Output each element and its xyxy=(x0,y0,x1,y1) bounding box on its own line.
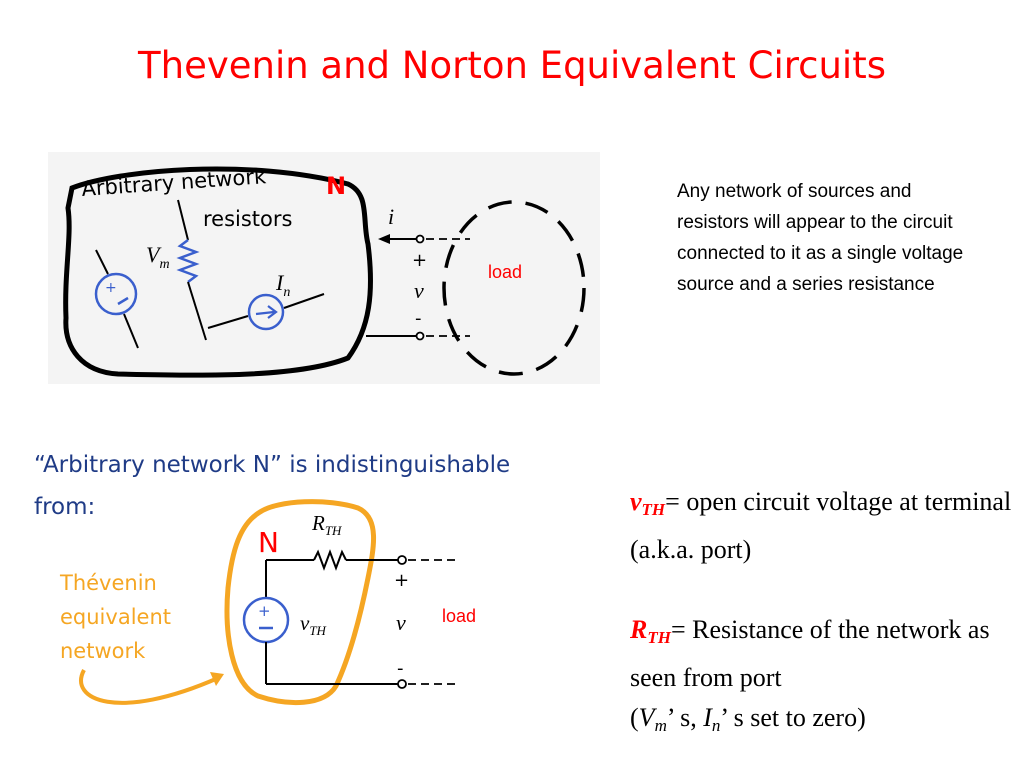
network-letter: N xyxy=(258,526,279,559)
thevenin-label-line3: network xyxy=(60,639,146,663)
current-arrow-head xyxy=(378,234,390,244)
in-subscript: n xyxy=(711,716,721,735)
resistors-label: resistors xyxy=(203,207,292,231)
equivalence-heading-line1: “Arbitrary network N” is indistinguishab… xyxy=(34,452,510,478)
vth-symbol: v xyxy=(630,487,642,516)
equivalence-heading-line2: from: xyxy=(34,494,95,520)
vm-label: Vm xyxy=(146,242,170,272)
arbitrary-network-diagram: Arbitrary network N resistors + Vm In i … xyxy=(48,152,600,384)
definitions: vTH= open circuit voltage at terminal (a… xyxy=(630,482,1020,746)
voltage-label: v xyxy=(396,610,406,635)
vth-plus-sign: + xyxy=(258,602,271,620)
resistor-wire-top xyxy=(177,199,189,241)
thevenin-label-line1: Thévenin xyxy=(59,571,157,595)
voltage-label: v xyxy=(414,278,424,303)
thevenin-equivalent-diagram: “Arbitrary network N” is indistinguishab… xyxy=(28,438,600,726)
vm-wire-top xyxy=(95,249,109,275)
terminal-bottom xyxy=(415,331,425,341)
vm-plus-sign: + xyxy=(105,280,117,296)
diagram-background xyxy=(28,438,600,726)
thevenin-label-line2: equivalent xyxy=(60,605,171,629)
in-wire-left xyxy=(207,315,249,329)
paren-open: ( xyxy=(630,703,639,732)
load-label: load xyxy=(442,606,476,626)
orange-arrow-head xyxy=(210,672,224,686)
rth-text: = Resistance of the network as seen from… xyxy=(630,615,990,692)
terminal-top xyxy=(415,234,425,244)
vth-subscript: TH xyxy=(641,500,666,519)
network-blob xyxy=(63,166,373,378)
plus-label: + xyxy=(412,250,427,271)
current-label: i xyxy=(388,204,394,229)
vm-subscript: m xyxy=(654,716,667,735)
voltage-source-vm xyxy=(94,272,138,316)
page-title: Thevenin and Norton Equivalent Circuits xyxy=(138,44,886,87)
vm-wire-bottom xyxy=(123,313,139,349)
diagram-background xyxy=(48,152,600,384)
vm-symbol: V xyxy=(638,703,655,732)
rth-symbol: R xyxy=(630,615,648,644)
rth-definition: RTH= Resistance of the network as seen f… xyxy=(630,610,1020,746)
vth-label: vTH xyxy=(300,611,327,638)
vm-minus-sign xyxy=(117,296,129,306)
in-label: In xyxy=(275,270,290,300)
minus-label: - xyxy=(397,658,404,679)
vth-definition: vTH= open circuit voltage at terminal (a… xyxy=(630,482,1020,570)
rth-subscript: TH xyxy=(647,628,671,647)
network-description: Any network of sources and resistors wil… xyxy=(677,181,964,295)
vth-text: = open circuit voltage at terminal (a.k.… xyxy=(630,487,1012,564)
minus-label: - xyxy=(415,308,422,329)
network-letter: N xyxy=(326,172,346,200)
resistor-wire-bottom xyxy=(187,281,207,341)
orange-enclosure xyxy=(224,499,376,706)
terminal-top xyxy=(397,555,407,565)
load-oval xyxy=(442,200,586,376)
plus-label: + xyxy=(394,570,409,591)
apostrophe-s-2: ’ s set to zero) xyxy=(720,703,866,732)
terminal-bottom xyxy=(397,679,407,689)
rth-resistor-symbol xyxy=(313,549,347,571)
in-arrow-shaft xyxy=(255,310,275,316)
in-wire-right xyxy=(283,293,325,309)
in-arrow-head xyxy=(267,305,278,319)
spacer xyxy=(630,570,1020,610)
orange-pointer-arrow xyxy=(79,669,219,705)
resistor-symbol xyxy=(176,239,200,283)
load-label: load xyxy=(488,262,522,282)
apostrophe-s-1: ’ s, xyxy=(666,703,704,732)
rth-label: RTH xyxy=(311,511,342,538)
in-symbol: I xyxy=(703,703,712,732)
current-source-in xyxy=(247,293,285,331)
